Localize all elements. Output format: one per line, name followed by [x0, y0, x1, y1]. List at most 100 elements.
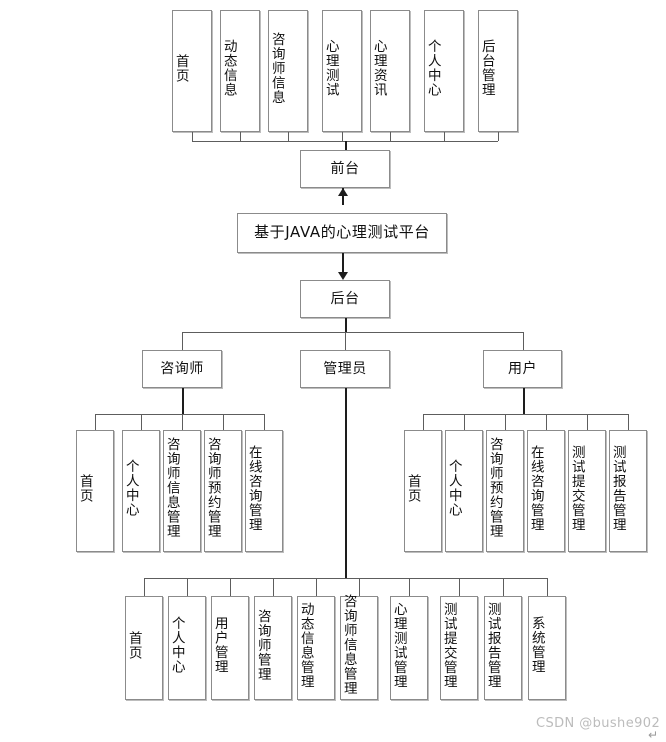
- edge-admin-stub-6: [409, 578, 410, 596]
- node-frontend-item-心理资讯: 心理资讯: [370, 10, 410, 132]
- edge-admin-stub-0: [144, 578, 145, 596]
- node-user-item-在线咨询管理: 在线咨询管理: [527, 430, 565, 552]
- node-frontend-item-心理资讯-label: 心理资讯: [370, 39, 387, 97]
- node-frontend-item-后台管理: 后台管理: [478, 10, 518, 132]
- edge-frontend-drop: [345, 141, 347, 150]
- node-user-item-个人中心: 个人中心: [445, 430, 483, 552]
- node-backend: 后台: [300, 280, 390, 318]
- edge-backend-bus: [182, 332, 523, 333]
- edge-admin-stub-8: [503, 578, 504, 596]
- node-frontend-item-首页-label: 首页: [172, 53, 189, 83]
- edge-consultant-stub-3: [223, 414, 224, 430]
- edge-admin-stub-1: [187, 578, 188, 596]
- node-consultant-item-咨询师信息管理-label: 咨询师信息管理: [163, 437, 180, 539]
- edge-title-backend: [342, 253, 344, 272]
- edge-user-stub-4: [587, 414, 588, 430]
- csdn-watermark: CSDN @bushe902: [536, 716, 661, 731]
- node-user-item-首页: 首页: [404, 430, 442, 552]
- node-admin-item-首页: 首页: [125, 596, 163, 700]
- edge-frontend-stub-6: [498, 132, 499, 141]
- node-frontend-item-动态信息: 动态信息: [220, 10, 260, 132]
- node-admin-item-测试报告管理: 测试报告管理: [484, 596, 522, 700]
- edge-user-stub-5: [628, 414, 629, 430]
- node-user-item-测试提交管理: 测试提交管理: [568, 430, 606, 552]
- edge-user-drop: [523, 388, 525, 414]
- node-user-item-咨询师预约管理: 咨询师预约管理: [486, 430, 524, 552]
- edge-admin-stub-2: [230, 578, 231, 596]
- node-platform-title: 基于JAVA的心理测试平台: [237, 213, 447, 253]
- node-consultant-item-首页-label: 首页: [76, 473, 93, 503]
- node-consultant-item-在线咨询管理-label: 在线咨询管理: [245, 444, 262, 532]
- edge-admin-stub-7: [459, 578, 460, 596]
- node-role-consultant-label: 咨询师: [160, 360, 204, 377]
- edge-role-stub-0: [182, 332, 183, 350]
- node-frontend-item-心理测试-label: 心理测试: [322, 39, 339, 97]
- edge-consultant-stub-1: [141, 414, 142, 430]
- node-user-item-个人中心-label: 个人中心: [445, 459, 462, 517]
- node-admin-item-首页-label: 首页: [125, 630, 142, 660]
- arrow-up-frontend: [338, 188, 348, 196]
- edge-consultant-stub-0: [95, 414, 96, 430]
- arrow-down-backend: [338, 272, 348, 280]
- node-admin-item-咨询师信息管理: 咨询师信息管理: [340, 594, 378, 700]
- edge-frontend-stub-5: [444, 132, 445, 141]
- edge-frontend-stub-1: [240, 132, 241, 141]
- node-frontend-item-心理测试: 心理测试: [322, 10, 362, 132]
- node-frontend-item-个人中心: 个人中心: [424, 10, 464, 132]
- edge-consultant-stub-2: [182, 414, 183, 430]
- node-consultant-item-在线咨询管理: 在线咨询管理: [245, 430, 283, 552]
- edge-admin-stub-5: [359, 578, 360, 596]
- node-admin-item-心理测试管理: 心理测试管理: [390, 596, 428, 700]
- node-role-user: 用户: [483, 350, 562, 388]
- edge-user-bus: [423, 414, 628, 415]
- node-user-item-测试报告管理: 测试报告管理: [609, 430, 647, 552]
- edge-admin-stub-4: [316, 578, 317, 596]
- edge-frontend-stub-2: [288, 132, 289, 141]
- node-backend-label: 后台: [330, 290, 360, 307]
- edge-role-stub-1: [345, 332, 346, 350]
- node-admin-item-系统管理: 系统管理: [528, 596, 566, 700]
- edge-user-stub-0: [423, 414, 424, 430]
- node-admin-item-咨询师管理-label: 咨询师管理: [254, 608, 271, 682]
- node-admin-item-咨询师信息管理-label: 咨询师信息管理: [340, 594, 357, 696]
- node-role-user-label: 用户: [508, 360, 537, 377]
- node-user-item-测试提交管理-label: 测试提交管理: [568, 444, 585, 532]
- node-admin-item-个人中心-label: 个人中心: [168, 616, 185, 674]
- node-user-item-测试报告管理-label: 测试报告管理: [609, 444, 626, 532]
- edge-admin-stub-3: [273, 578, 274, 596]
- node-consultant-item-首页: 首页: [76, 430, 114, 552]
- node-frontend-label: 前台: [330, 160, 360, 177]
- node-admin-item-动态信息管理: 动态信息管理: [297, 596, 335, 700]
- node-admin-item-个人中心: 个人中心: [168, 596, 206, 700]
- edge-frontend-stub-4: [390, 132, 391, 141]
- node-admin-item-测试提交管理-label: 测试提交管理: [440, 601, 457, 689]
- node-role-admin: 管理员: [300, 350, 390, 388]
- node-consultant-item-个人中心: 个人中心: [122, 430, 160, 552]
- node-admin-item-咨询师管理: 咨询师管理: [254, 596, 292, 700]
- node-admin-item-用户管理-label: 用户管理: [211, 616, 228, 674]
- edge-frontend-title: [342, 188, 344, 205]
- edge-consultant-stub-4: [264, 414, 265, 430]
- node-frontend-item-首页: 首页: [172, 10, 212, 132]
- node-consultant-item-个人中心-label: 个人中心: [122, 459, 139, 517]
- node-role-consultant: 咨询师: [142, 350, 222, 388]
- edge-user-stub-2: [505, 414, 506, 430]
- node-consultant-item-咨询师预约管理-label: 咨询师预约管理: [204, 437, 221, 539]
- node-consultant-item-咨询师信息管理: 咨询师信息管理: [163, 430, 201, 552]
- edge-role-stub-2: [523, 332, 524, 350]
- node-frontend-item-个人中心-label: 个人中心: [424, 39, 441, 97]
- node-admin-item-测试提交管理: 测试提交管理: [440, 596, 478, 700]
- node-admin-item-心理测试管理-label: 心理测试管理: [390, 601, 407, 689]
- node-user-item-咨询师预约管理-label: 咨询师预约管理: [486, 437, 503, 539]
- node-frontend-item-动态信息-label: 动态信息: [220, 39, 237, 97]
- node-frontend-item-咨询师信息-label: 咨询师信息: [268, 31, 285, 105]
- node-user-item-在线咨询管理-label: 在线咨询管理: [527, 444, 544, 532]
- node-role-admin-label: 管理员: [323, 360, 367, 377]
- edge-user-stub-3: [546, 414, 547, 430]
- edge-backend-drop: [345, 318, 347, 332]
- node-frontend: 前台: [300, 150, 390, 188]
- edge-consultant-drop: [182, 388, 184, 414]
- node-frontend-item-咨询师信息: 咨询师信息: [268, 10, 308, 132]
- edge-user-stub-1: [464, 414, 465, 430]
